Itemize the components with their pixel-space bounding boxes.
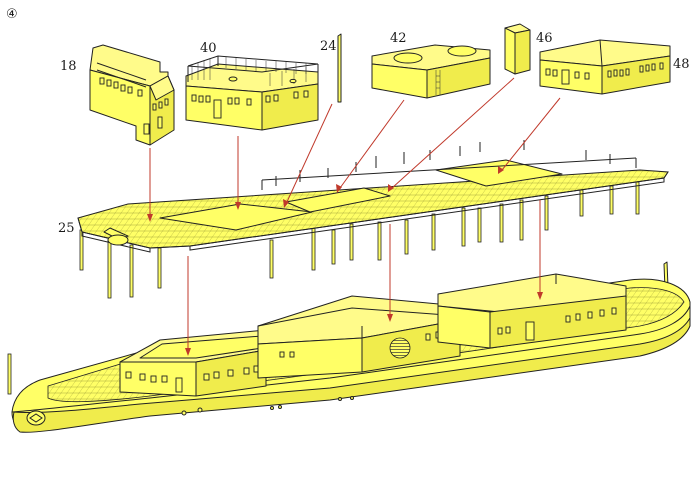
part-24-mast <box>337 33 342 103</box>
arrow-24-to-deck <box>285 103 333 205</box>
label-48: 48 <box>673 57 690 72</box>
part-42-deck-block <box>371 44 491 99</box>
label-18: 18 <box>60 59 77 74</box>
label-46: 46 <box>536 31 553 46</box>
label-24: 24 <box>320 39 337 54</box>
part-40-upper-cabin <box>185 55 319 131</box>
part-18-bridge-cabin <box>89 44 175 146</box>
label-40: 40 <box>200 41 217 56</box>
arrow-46-to-deck <box>391 77 515 189</box>
label-42: 42 <box>390 31 407 46</box>
part-labels: 18 40 24 42 46 48 25 <box>58 31 690 236</box>
part-25-deck-frame <box>77 140 669 299</box>
part-48-aft-cabin <box>539 39 671 95</box>
hull-mid-cabin <box>257 295 461 379</box>
label-25: 25 <box>58 221 75 236</box>
hull-fore-cabin <box>119 329 267 397</box>
assembly-arrows <box>147 77 561 356</box>
step-marker: ④ <box>6 7 18 22</box>
part-46-funnel <box>504 23 531 75</box>
arrow-42-to-deck <box>339 99 405 189</box>
arrow-48-to-deck <box>501 97 561 171</box>
hull-aft-cabin <box>437 273 627 349</box>
